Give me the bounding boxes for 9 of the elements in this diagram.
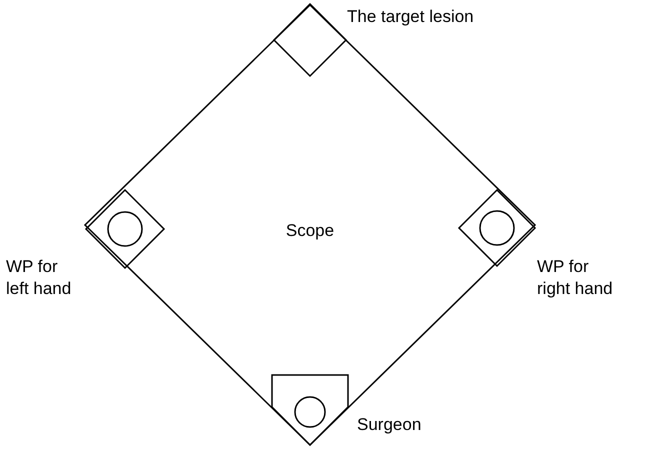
corner-marker [274, 4, 346, 76]
position-caption: The target lesion [347, 6, 475, 28]
corner-marker [86, 190, 164, 268]
position-caption: Surgeon [357, 414, 422, 436]
base-marker [272, 375, 348, 445]
position-caption: WP for right hand [537, 256, 614, 300]
position-caption: WP for left hand [6, 256, 72, 300]
corner-marker [459, 190, 535, 266]
field-label: Scope [284, 220, 336, 242]
